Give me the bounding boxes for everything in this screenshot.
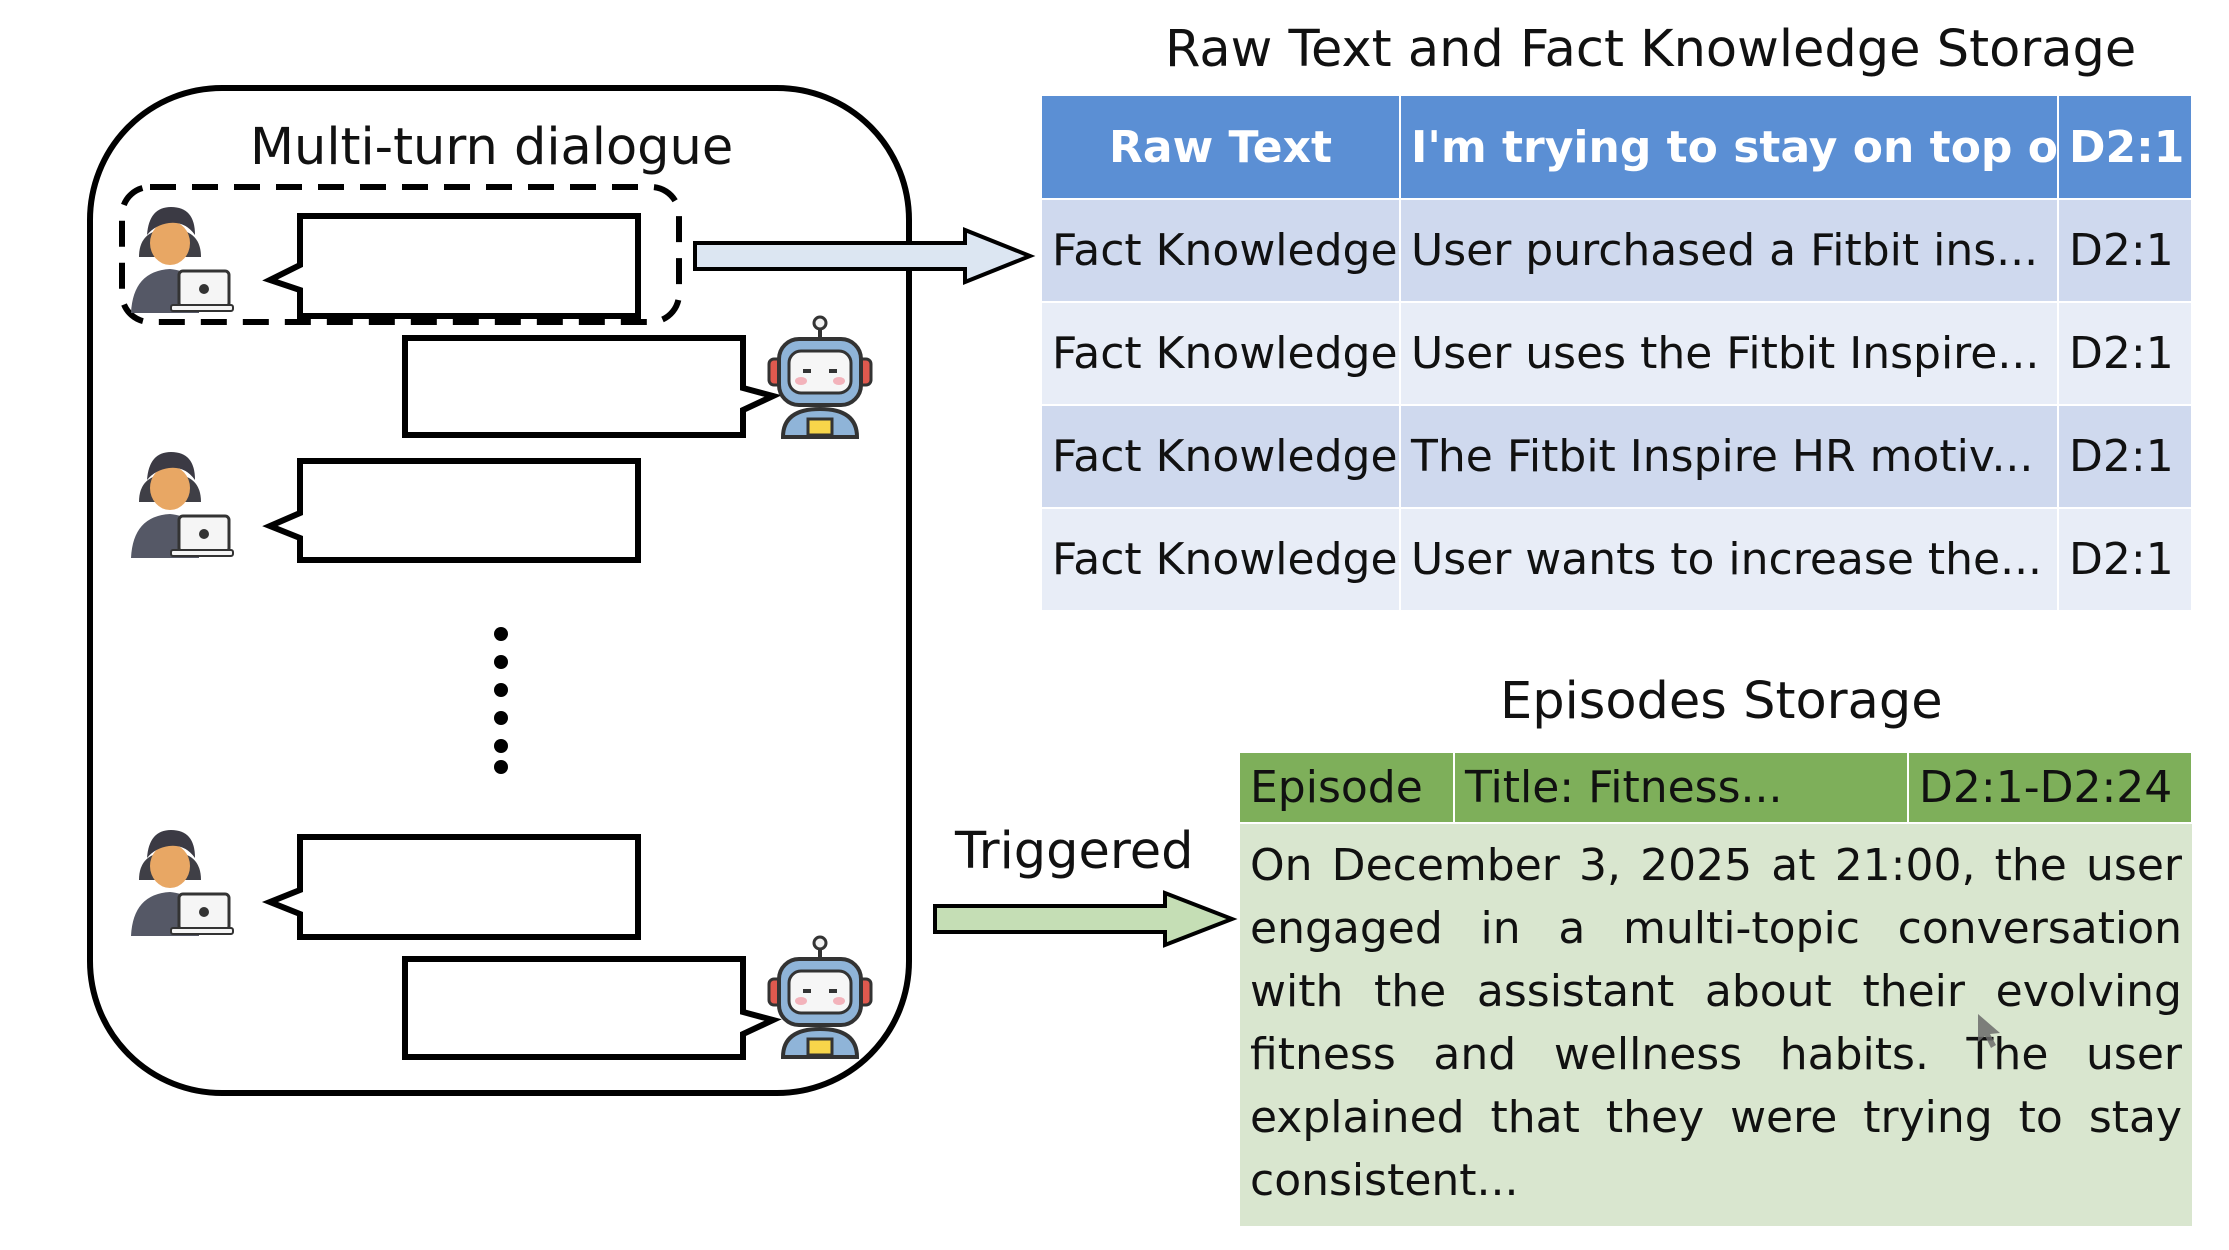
- row-ref: D2:1: [2058, 199, 2193, 303]
- trigger-label: Triggered: [955, 822, 1194, 881]
- table-row: Fact Knowledge User purchased a Fitbit i…: [1042, 199, 2193, 303]
- user-laptop-icon: [131, 452, 234, 558]
- row-content: I'm trying to stay on top of...: [1400, 96, 2059, 200]
- ellipsis-dots: [494, 627, 508, 774]
- episode-storage-title: Episodes Storage: [1500, 672, 1943, 731]
- fact-storage-title: Raw Text and Fact Knowledge Storage: [1165, 20, 2137, 79]
- table-row: Fact Knowledge User wants to increase th…: [1042, 508, 2193, 612]
- row-type: Fact Knowledge: [1042, 508, 1401, 612]
- row-content: User uses the Fitbit Inspire...: [1400, 302, 2059, 406]
- row-ref: D2:1: [2058, 405, 2193, 509]
- bubble-assistant-1: [402, 335, 782, 438]
- row-ref: D2:1: [2058, 302, 2193, 406]
- episode-storage-table: Episode Title: Fitness... D2:1-D2:24 On …: [1240, 753, 2193, 1226]
- table-row: Fact Knowledge The Fitbit Inspire HR mot…: [1042, 405, 2193, 509]
- arrow-to-episode-storage: [933, 890, 1238, 948]
- dialogue-panel: [87, 85, 912, 1096]
- episode-type: Episode: [1240, 753, 1455, 823]
- episode-header-row: Episode Title: Fitness... D2:1-D2:24: [1240, 753, 2193, 823]
- episode-range: D2:1-D2:24: [1908, 753, 2193, 823]
- episode-body-row: On December 3, 2025 at 21:00, the user e…: [1240, 822, 2192, 1226]
- row-ref: D2:1: [2058, 508, 2193, 612]
- bubble-assistant-2: [402, 956, 782, 1060]
- row-content: User purchased a Fitbit ins...: [1400, 199, 2059, 303]
- dialogue-title: Multi-turn dialogue: [250, 118, 734, 177]
- bubble-user-3: [261, 834, 641, 940]
- cursor-icon: [1978, 1014, 2000, 1048]
- fact-storage-table: Raw Text I'm trying to stay on top of...…: [1042, 96, 2193, 612]
- user-laptop-icon: [131, 207, 234, 313]
- robot-icon: [767, 935, 873, 1059]
- bubble-user-2: [262, 458, 641, 563]
- row-type: Fact Knowledge: [1042, 302, 1401, 406]
- table-row: Fact Knowledge User uses the Fitbit Insp…: [1042, 302, 2193, 406]
- row-type: Raw Text: [1042, 96, 1401, 200]
- user-laptop-icon: [131, 830, 234, 936]
- row-content: The Fitbit Inspire HR motiv...: [1400, 405, 2059, 509]
- row-content: User wants to increase the...: [1400, 508, 2059, 612]
- episode-title: Title: Fitness...: [1454, 753, 1909, 823]
- bubble-user-1: [262, 213, 641, 319]
- arrow-to-fact-storage: [693, 227, 1036, 285]
- row-type: Fact Knowledge: [1042, 199, 1401, 303]
- table-row: Raw Text I'm trying to stay on top of...…: [1042, 96, 2193, 200]
- row-ref: D2:1: [2058, 96, 2193, 200]
- row-type: Fact Knowledge: [1042, 405, 1401, 509]
- episode-body: On December 3, 2025 at 21:00, the user e…: [1240, 822, 2192, 1226]
- robot-icon: [767, 315, 873, 439]
